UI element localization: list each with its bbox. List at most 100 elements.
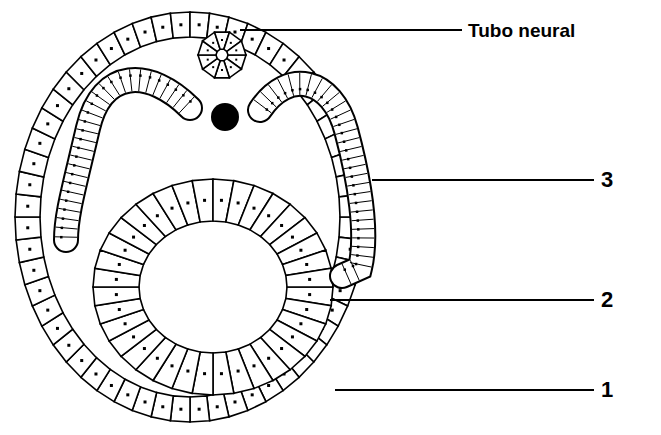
cell-nucleus: [144, 400, 147, 403]
cell: [151, 13, 173, 41]
cell-wall: [340, 146, 361, 151]
cell-nucleus: [343, 140, 346, 143]
cell-nucleus: [69, 182, 72, 185]
cell-nucleus: [341, 132, 344, 135]
cell-wall: [260, 92, 276, 107]
cell-wall: [60, 199, 82, 203]
cell-nucleus: [110, 81, 113, 84]
cell-nucleus: [71, 173, 74, 176]
cell-nucleus: [56, 327, 59, 330]
cell-wall: [278, 79, 288, 99]
band-fill: [260, 84, 363, 276]
cell-nucleus: [126, 38, 129, 41]
band-outline: [260, 84, 363, 276]
cell-nucleus: [102, 87, 105, 90]
cell-nucleus: [233, 400, 236, 403]
cell-nucleus: [356, 254, 359, 257]
cell-nucleus: [267, 357, 270, 360]
cell-nucleus: [203, 199, 206, 202]
cell-nucleus: [314, 91, 317, 94]
cell-nucleus: [132, 335, 135, 338]
cell-nucleus: [63, 208, 66, 211]
cell-wall: [139, 69, 141, 91]
cell-wall: [79, 120, 100, 126]
cell-nucleus: [207, 59, 209, 61]
cell-nucleus: [331, 108, 334, 111]
cell-wall: [62, 190, 83, 195]
cell-nucleus: [46, 309, 49, 312]
cell-nucleus: [189, 100, 192, 103]
cell-nucleus: [357, 237, 360, 240]
cell-nucleus: [252, 207, 255, 210]
cell-nucleus: [161, 26, 164, 29]
cell-nucleus: [354, 193, 357, 196]
cell-nucleus: [84, 120, 87, 123]
cell-nucleus: [212, 42, 214, 44]
cell-nucleus: [221, 39, 223, 41]
cell-nucleus: [132, 236, 135, 239]
cell-nucleus: [207, 49, 209, 51]
cell-nucleus: [143, 224, 146, 227]
cell-nucleus: [149, 76, 152, 79]
cell-nucleus: [305, 308, 308, 311]
cell-nucleus: [26, 226, 29, 229]
cell-nucleus: [357, 246, 360, 249]
cell-nucleus: [167, 83, 170, 86]
cell-wall: [350, 260, 359, 280]
cell: [15, 217, 41, 240]
cell: [93, 287, 140, 306]
cell-nucleus: [110, 384, 113, 387]
cell-nucleus: [60, 236, 63, 239]
cell-nucleus: [91, 103, 94, 106]
cell-nucleus: [349, 167, 352, 170]
cell-wall: [167, 84, 179, 102]
cell-wall: [349, 192, 371, 195]
cell-nucleus: [79, 138, 82, 141]
mesoderm-band: [55, 69, 194, 240]
cell-nucleus: [280, 347, 283, 350]
cell-nucleus: [46, 122, 49, 125]
cell-nucleus: [198, 408, 201, 411]
cell-nucleus: [283, 59, 286, 62]
cell-nucleus: [156, 357, 159, 360]
cell-wall: [352, 228, 374, 230]
cell-nucleus: [67, 87, 70, 90]
cell-wall: [58, 208, 80, 212]
cell-nucleus: [308, 278, 311, 281]
cell-wall: [336, 129, 357, 135]
cell-wall: [338, 138, 359, 143]
cell-wall: [347, 182, 369, 186]
neural-tube: [198, 32, 246, 78]
cell-nucleus: [124, 322, 127, 325]
cell-nucleus: [216, 405, 219, 408]
cell-nucleus: [271, 102, 274, 105]
leader-line: [240, 29, 462, 31]
cell-nucleus: [344, 268, 347, 271]
cell-nucleus: [291, 335, 294, 338]
cell-wall: [130, 69, 132, 91]
cell: [198, 55, 217, 69]
cell-nucleus: [87, 111, 90, 114]
cell-wall: [322, 92, 339, 106]
cell-nucleus: [352, 265, 355, 268]
cell-nucleus: [291, 236, 294, 239]
cell-nucleus: [26, 205, 29, 208]
cell-nucleus: [110, 47, 113, 50]
cell-nucleus: [115, 293, 118, 296]
cell-wall: [173, 90, 187, 107]
cell-nucleus: [299, 322, 302, 325]
cell-nucleus: [345, 149, 348, 152]
cell-nucleus: [158, 79, 161, 82]
cell-nucleus: [233, 31, 236, 34]
cell-nucleus: [347, 158, 350, 161]
cell-nucleus: [339, 289, 342, 292]
cell-nucleus: [267, 47, 270, 50]
cell: [207, 392, 229, 420]
cell-nucleus: [94, 59, 97, 62]
cell: [170, 12, 190, 38]
cell-wall: [350, 201, 372, 204]
cell-nucleus: [67, 191, 70, 194]
cell-nucleus: [182, 94, 185, 97]
cell-nucleus: [118, 308, 121, 311]
notochord: [211, 103, 239, 131]
